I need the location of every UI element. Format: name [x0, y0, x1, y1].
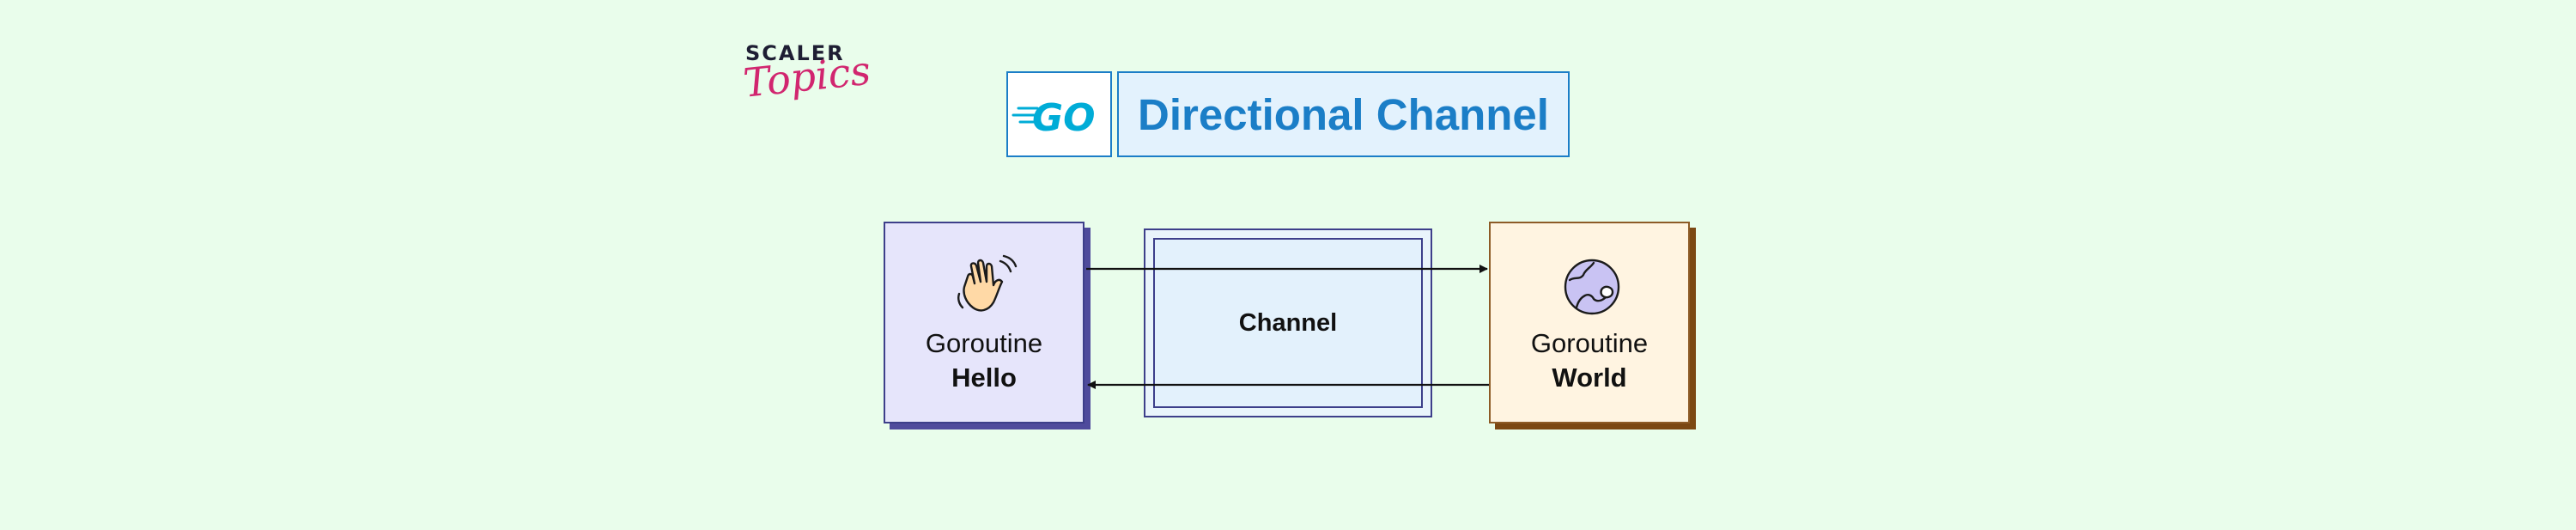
page-title: Directional Channel: [1138, 89, 1549, 139]
world-node-name: World: [1552, 362, 1627, 393]
scaler-topics-logo: SCALER Topics: [741, 41, 872, 136]
title-box: Directional Channel: [1117, 71, 1570, 157]
channel-label: Channel: [1238, 308, 1338, 337]
hello-node-type: Goroutine: [925, 328, 1043, 358]
channel-inner-box: Channel: [1153, 238, 1423, 408]
world-node-type: Goroutine: [1530, 328, 1649, 358]
hello-node-name: Hello: [951, 362, 1017, 393]
globe-icon: [1564, 259, 1620, 315]
channel-box: Channel: [1144, 228, 1432, 417]
goroutine-hello-node: Goroutine Hello: [884, 222, 1084, 423]
go-logo-icon: GO: [1012, 96, 1096, 140]
logo-scaler-text: SCALER: [745, 41, 845, 65]
go-logo-box: GO: [1006, 71, 1112, 157]
goroutine-world-node: Goroutine World: [1489, 222, 1690, 423]
go-logo-text: GO: [1032, 96, 1096, 140]
waving-hand-icon: [957, 254, 1018, 312]
